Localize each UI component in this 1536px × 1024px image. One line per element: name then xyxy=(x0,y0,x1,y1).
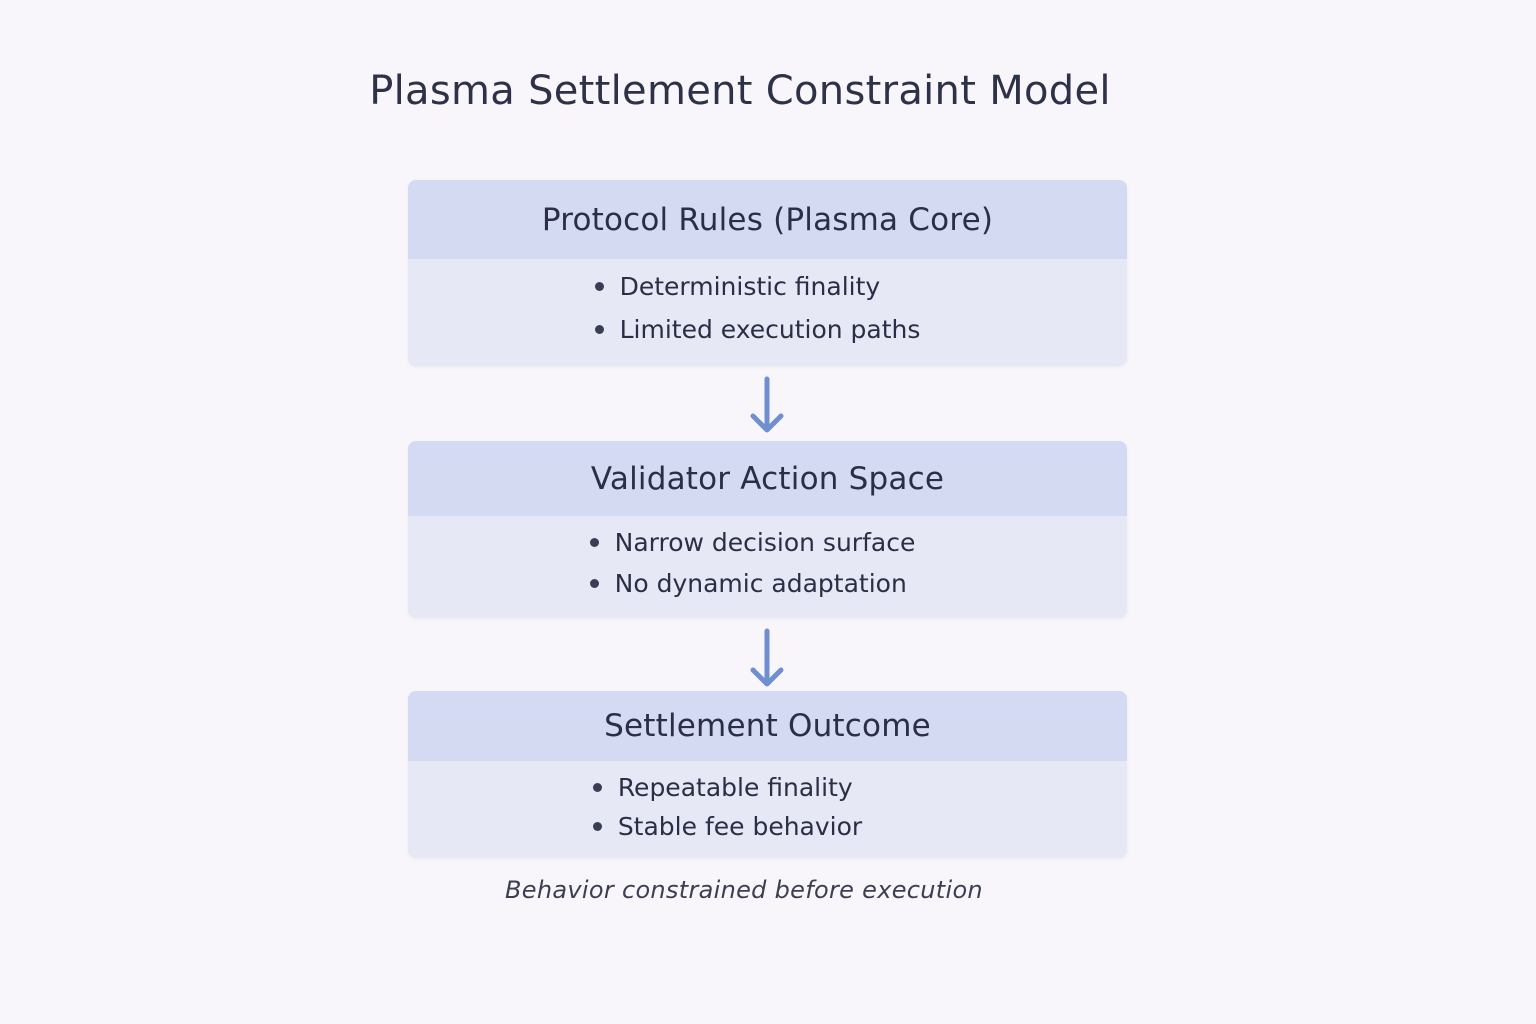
bullet-item: Stable fee behavior xyxy=(592,812,863,841)
box-heading: Settlement Outcome xyxy=(408,691,1127,761)
arrow-down-icon xyxy=(750,376,784,433)
bullet-text: Deterministic finality xyxy=(619,272,881,301)
bullet-dot-icon xyxy=(594,325,604,334)
bullet-dot-icon xyxy=(592,822,602,831)
bullet-text: Limited execution paths xyxy=(619,315,921,344)
bullet-dot-icon xyxy=(589,579,599,588)
bullet-item: Deterministic finality xyxy=(594,272,921,301)
box-heading: Validator Action Space xyxy=(408,441,1127,516)
box-heading: Protocol Rules (Plasma Core) xyxy=(408,180,1127,259)
bullet-list: Repeatable finality Stable fee behavior xyxy=(592,773,863,841)
arrow-down-icon xyxy=(750,628,784,687)
bullet-list: Deterministic finality Limited execution… xyxy=(594,272,921,344)
bullet-item: Narrow decision surface xyxy=(589,528,916,557)
bullet-dot-icon xyxy=(592,783,602,792)
bullet-item: Limited execution paths xyxy=(594,315,921,344)
bullet-dot-icon xyxy=(589,538,599,547)
diagram-caption: Behavior constrained before execution xyxy=(505,876,983,904)
box-protocol-rules: Protocol Rules (Plasma Core) Determinist… xyxy=(408,180,1127,366)
bullet-text: No dynamic adaptation xyxy=(614,569,907,598)
bullet-item: Repeatable finality xyxy=(592,773,862,802)
diagram-title: Plasma Settlement Constraint Model xyxy=(369,68,1111,114)
box-body: Narrow decision surface No dynamic adapt… xyxy=(408,516,1127,598)
bullet-text: Narrow decision surface xyxy=(614,528,916,557)
box-settlement-outcome: Settlement Outcome Repeatable finality S… xyxy=(408,691,1127,858)
box-body: Repeatable finality Stable fee behavior xyxy=(408,761,1127,841)
bullet-dot-icon xyxy=(594,282,604,291)
bullet-item: No dynamic adaptation xyxy=(589,569,916,598)
bullet-text: Stable fee behavior xyxy=(617,812,863,841)
bullet-text: Repeatable finality xyxy=(617,773,853,802)
bullet-list: Narrow decision surface No dynamic adapt… xyxy=(589,528,916,598)
box-body: Deterministic finality Limited execution… xyxy=(408,259,1127,344)
box-validator-action-space: Validator Action Space Narrow decision s… xyxy=(408,441,1127,618)
